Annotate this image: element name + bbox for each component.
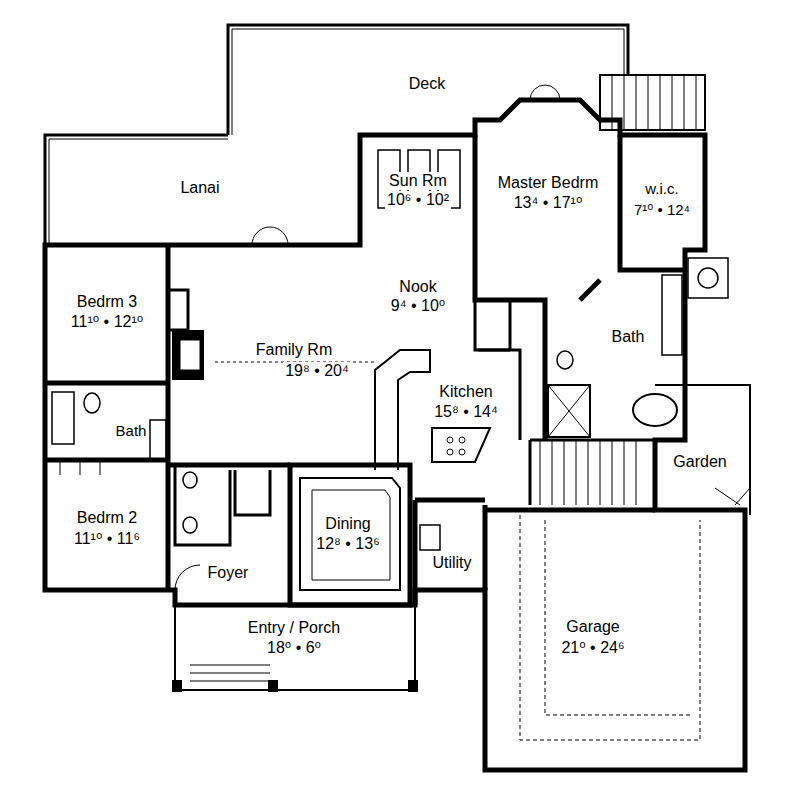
room-label: Entry / Porch xyxy=(246,619,342,637)
room-label: 11¹⁰ • 12¹⁰ xyxy=(69,313,145,331)
room-label: 12⁸ • 13⁶ xyxy=(314,535,381,553)
room-label: 10⁶ • 10² xyxy=(385,191,451,209)
room-label: Bath xyxy=(114,422,149,440)
room-label: Bedrm 3 xyxy=(75,293,139,311)
room-label: Nook xyxy=(397,278,438,296)
room-label: Bath xyxy=(610,328,647,346)
room-label: Garage xyxy=(564,618,621,636)
room-label: Family Rm xyxy=(254,341,334,359)
room-label: Utility xyxy=(430,554,473,572)
room-label: Master Bedrm xyxy=(496,174,600,192)
room-label: 18⁰ • 6⁰ xyxy=(265,639,323,657)
room-label: Foyer xyxy=(206,564,251,582)
room-label: Lanai xyxy=(178,179,221,197)
room-label: 7¹⁰ • 12⁴ xyxy=(632,201,692,219)
room-label: w.i.c. xyxy=(643,180,680,198)
room-label: 11¹⁰ • 11⁶ xyxy=(72,530,142,548)
room-label: Garden xyxy=(671,453,728,471)
room-label: Kitchen xyxy=(437,383,494,401)
room-label: Bedrm 2 xyxy=(75,509,139,527)
room-label: 19⁸ • 20⁴ xyxy=(283,362,351,380)
room-label: 15⁸ • 14⁴ xyxy=(432,403,500,421)
room-label: 21⁰ • 24⁶ xyxy=(559,639,626,657)
room-label: Deck xyxy=(407,75,447,93)
room-label: 13⁴ • 17¹⁰ xyxy=(512,194,585,212)
room-label: Dining xyxy=(323,515,372,533)
room-label: 9⁴ • 10⁰ xyxy=(389,297,447,315)
room-label: Sun Rm xyxy=(387,172,449,190)
